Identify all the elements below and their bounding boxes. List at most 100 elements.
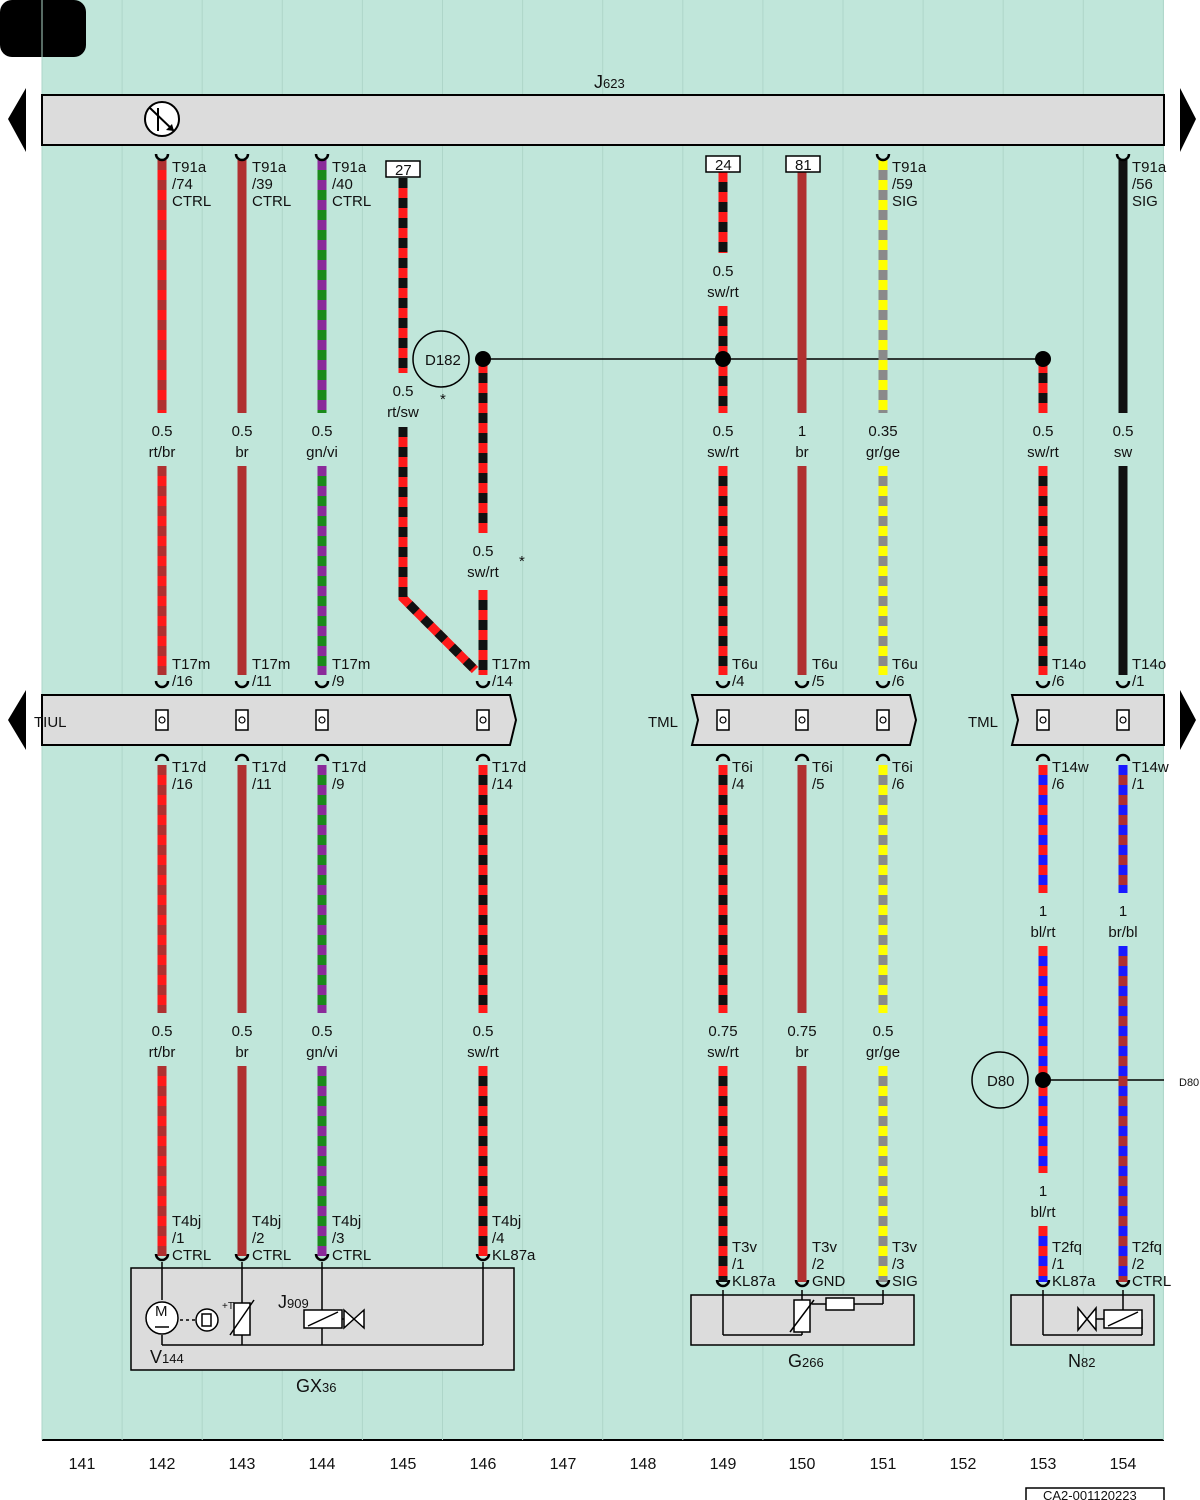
splice-d182: D182 *	[412, 330, 470, 408]
connector-terminal	[234, 680, 250, 689]
n82-internal-wiring	[1042, 1290, 1143, 1336]
connector-pin-icon	[476, 709, 490, 731]
svg-text:0.5sw/rt: 0.5sw/rt	[1027, 423, 1059, 461]
svg-text:T14o/1: T14o/1	[1132, 656, 1166, 690]
grid-number: 145	[390, 1456, 417, 1473]
junction-dot	[1035, 1072, 1051, 1088]
svg-text:0.5sw/rt: 0.5sw/rt	[707, 263, 739, 301]
grid-number: 144	[309, 1456, 336, 1473]
connector-terminal	[154, 1253, 170, 1262]
right-triangle-icon[interactable]	[1180, 690, 1196, 750]
wires	[157, 160, 1128, 1282]
connector-terminal	[314, 153, 330, 162]
connector-terminal	[875, 153, 891, 162]
svg-text:T6u/5: T6u/5	[812, 656, 838, 690]
svg-text:0.5sw/rt: 0.5sw/rt	[467, 1023, 499, 1061]
motor-icon: M	[145, 1301, 219, 1335]
ecu-label-j623: J623	[594, 72, 625, 92]
component-label-v144: V144	[150, 1347, 184, 1367]
connector-pin-icon	[155, 709, 169, 731]
pin-box-24	[705, 155, 741, 173]
grid-number: 152	[950, 1456, 977, 1473]
grid-number: 142	[149, 1456, 176, 1473]
connector-pin-icon	[795, 709, 809, 731]
connector-terminal	[875, 1279, 891, 1288]
component-label-j909: J909	[278, 1292, 309, 1312]
connector-pin-icon	[235, 709, 249, 731]
svg-text:*: *	[440, 391, 446, 408]
svg-text:M: M	[155, 1303, 168, 1320]
connector-pin-icon	[876, 709, 890, 731]
svg-text:+T: +T	[222, 1301, 234, 1312]
svg-text:1bl/rt: 1bl/rt	[1030, 903, 1056, 941]
doc-id-box	[1025, 1487, 1165, 1500]
component-label-n82: N82	[1068, 1351, 1095, 1371]
connector-terminal	[154, 153, 170, 162]
svg-text:T17m/14: T17m/14	[492, 656, 530, 690]
connector-terminal	[475, 1253, 491, 1262]
valve-icon	[303, 1308, 365, 1330]
svg-text:T6i/5: T6i/5	[812, 759, 833, 793]
left-triangle-icon[interactable]	[8, 690, 26, 750]
connector-terminal	[475, 680, 491, 689]
connector-label-tml-mid: TML	[648, 714, 678, 731]
connector-terminal	[154, 680, 170, 689]
connector-terminal	[314, 753, 330, 762]
grid-number: 151	[870, 1456, 897, 1473]
grid-number: 141	[69, 1456, 96, 1473]
connector-terminal	[794, 753, 810, 762]
connector-terminal	[715, 1279, 731, 1288]
connector-terminal	[875, 753, 891, 762]
svg-text:0.5sw/rt: 0.5sw/rt	[467, 543, 499, 581]
connector-terminal	[234, 753, 250, 762]
connector-terminal	[715, 680, 731, 689]
svg-text:0.5gn/vi: 0.5gn/vi	[306, 1023, 338, 1061]
connector-terminal	[1115, 680, 1131, 689]
connector-label-tiul: TIUL	[34, 714, 67, 731]
svg-text:0.5br: 0.5br	[232, 423, 253, 461]
svg-text:T14w/1: T14w/1	[1132, 759, 1169, 793]
left-triangle-icon[interactable]	[8, 88, 26, 152]
connector-pin-icon	[315, 709, 329, 731]
grid-number: 149	[710, 1456, 737, 1473]
g266-internal-wiring	[722, 1290, 884, 1336]
svg-text:D80: D80	[1179, 1077, 1199, 1089]
connector-pin-icon	[1036, 709, 1050, 731]
pin-box-label-24: 24	[715, 157, 732, 174]
svg-text:0.5gr/ge: 0.5gr/ge	[866, 1023, 900, 1061]
svg-text:0.5rt/br: 0.5rt/br	[149, 1023, 176, 1061]
connector-terminal	[794, 1279, 810, 1288]
svg-text:T17d/16: T17d/16	[172, 759, 206, 793]
temperature-sensor-icon: +T	[222, 1299, 255, 1336]
connector-terminal	[1035, 1279, 1051, 1288]
connector-label-tml-right: TML	[968, 714, 998, 731]
splice-d80: D80 D80	[971, 1051, 1199, 1109]
svg-text:0.5br: 0.5br	[232, 1023, 253, 1061]
note-star: *	[519, 553, 525, 570]
connector-band-tiul	[41, 694, 518, 746]
grid-number: 150	[789, 1456, 816, 1473]
doc-id: CA2-001120223	[1043, 1488, 1137, 1500]
pin-box-label-27: 27	[395, 162, 412, 179]
junction-dot	[715, 351, 731, 367]
svg-text:T17d/9: T17d/9	[332, 759, 366, 793]
pin-box-label-81: 81	[795, 157, 812, 174]
svg-text:T6u/6: T6u/6	[892, 656, 918, 690]
connector-terminal	[715, 753, 731, 762]
right-triangle-icon[interactable]	[1180, 88, 1196, 152]
svg-text:0.5gn/vi: 0.5gn/vi	[306, 423, 338, 461]
